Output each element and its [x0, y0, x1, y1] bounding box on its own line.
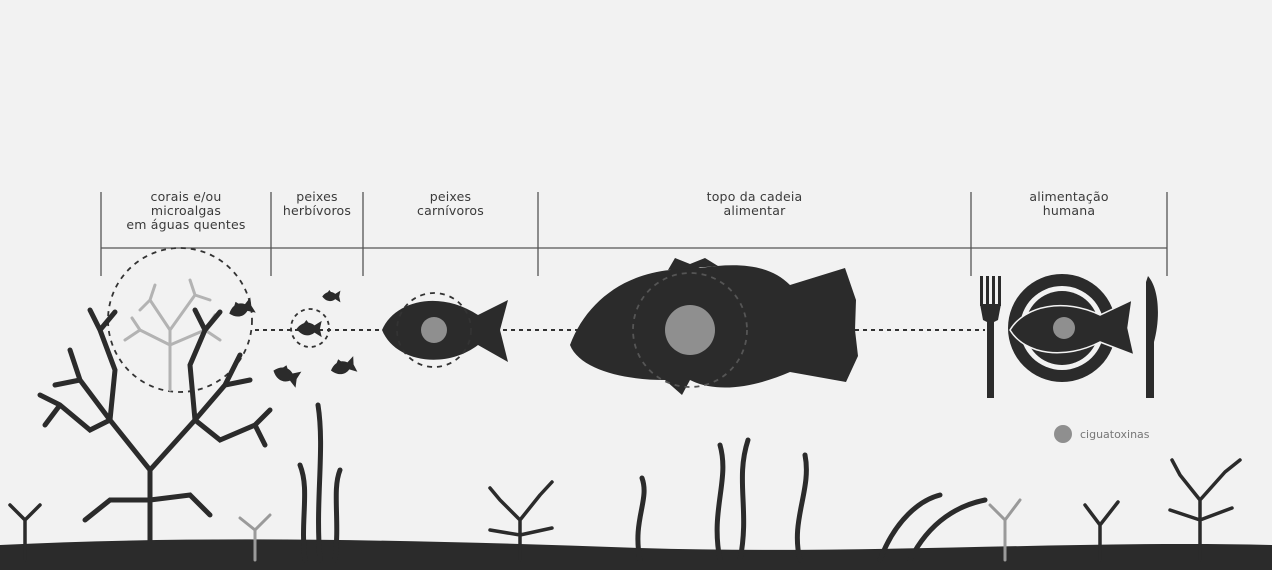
small-fish-icon: [226, 297, 256, 322]
herbivore-fish-icon: [297, 320, 322, 337]
toxin-dot: [665, 305, 715, 355]
carnivore-fish-group: [382, 293, 508, 367]
meal-group: [980, 274, 1158, 398]
fork-icon: [980, 276, 1001, 398]
legend-label: ciguatoxinas: [1080, 428, 1150, 441]
stage-label-topo: topo da cadeia alimentar: [538, 190, 971, 218]
light-coral-icon: [125, 280, 220, 390]
toxin-dot: [1053, 317, 1075, 339]
top-predator-group: [570, 258, 858, 395]
legend: ciguatoxinas: [1054, 425, 1150, 443]
stage-label-carnivoros: peixes carnívoros: [363, 190, 538, 218]
knife-icon: [1146, 276, 1158, 398]
small-fish-icon: [329, 355, 358, 378]
dark-coral-tree-icon: [40, 310, 270, 560]
legend-toxin-swatch: [1054, 425, 1072, 443]
stage-label-corais: corais e/ou microalgas em águas quentes: [101, 190, 271, 232]
herbivore-group: [226, 290, 357, 388]
small-fish-icon: [271, 362, 302, 388]
small-fish-icon: [322, 290, 340, 302]
stage-label-humana: alimentação humana: [971, 190, 1167, 218]
seaweed-icon: [300, 405, 985, 560]
stage-label-herbivoros: peixes herbívoros: [271, 190, 363, 218]
toxin-dot: [421, 317, 447, 343]
